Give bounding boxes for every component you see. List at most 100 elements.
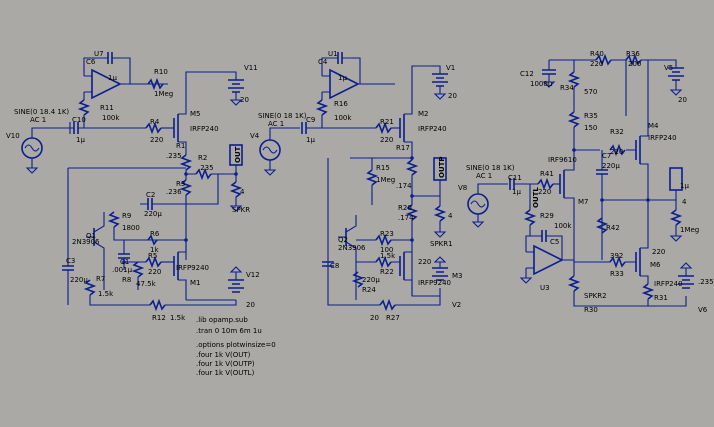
component-label: 20 xyxy=(370,314,379,322)
component-label: .174 xyxy=(396,182,412,190)
source-v10-spec: SINE(0 18.4 1K) xyxy=(14,108,69,116)
component-label: R42 xyxy=(606,224,620,232)
component-label: .236 xyxy=(166,188,182,196)
directive-four-outp: .four 1k V(OUTP) xyxy=(196,360,255,368)
component-label: R15 xyxy=(376,164,390,172)
source-v10-ac: AC 1 xyxy=(30,116,46,124)
component-label: C5 xyxy=(550,238,559,246)
component-label: R30 xyxy=(584,306,598,314)
component-label: 4 xyxy=(240,188,245,196)
component-label: V1 xyxy=(446,64,455,72)
component-label: 100k xyxy=(554,222,572,230)
component-label: IRFP240 xyxy=(648,134,677,142)
component-label: 20 xyxy=(246,301,255,309)
component-label: R6 xyxy=(150,230,160,238)
component-label: V11 xyxy=(244,64,258,72)
directive-options: .options plotwinsize=0 xyxy=(196,341,276,349)
component-label: M3 xyxy=(452,272,463,280)
component-label: 1.5k xyxy=(98,290,114,298)
component-label: 220 xyxy=(380,136,393,144)
component-label: 220μ xyxy=(70,276,88,284)
outl-net-label xyxy=(669,167,683,191)
source-v4-ac: AC 1 xyxy=(268,120,284,128)
component-label: R5 xyxy=(148,252,157,260)
component-label: 200 xyxy=(628,60,641,68)
component-label: 220 xyxy=(148,268,161,276)
component-label: .001μ xyxy=(112,266,133,274)
component-label: R24 xyxy=(362,286,376,294)
component-label: .174 xyxy=(398,214,414,222)
component-label: 1μ xyxy=(306,136,315,144)
component-label: C4 xyxy=(318,58,328,66)
outp-net-label xyxy=(433,157,447,181)
component-label: R36 xyxy=(626,50,640,58)
component-label: SPKR xyxy=(232,206,250,214)
component-label: C7 xyxy=(602,152,611,160)
component-label: IRFP240 xyxy=(654,280,683,288)
component-label: R22 xyxy=(380,268,394,276)
component-label: 1μ xyxy=(680,182,689,190)
component-label: 47.5k xyxy=(136,280,157,288)
source-v4-name: V4 xyxy=(250,132,260,140)
component-label: R35 xyxy=(584,112,598,120)
component-label: SPKR2 xyxy=(584,292,607,300)
component-label: R21 xyxy=(380,118,394,126)
component-label: 2N3906 xyxy=(338,244,366,252)
component-label: 4 xyxy=(682,198,687,206)
component-label: C11 xyxy=(508,174,522,182)
component-label: 392 xyxy=(610,252,623,260)
component-label: 220μ xyxy=(144,210,162,218)
opamp-u3-name: U3 xyxy=(540,284,550,292)
component-label: 1Meg xyxy=(376,176,395,184)
component-label: R8 xyxy=(122,276,131,284)
component-label: IRFP240 xyxy=(190,125,219,133)
component-label: R16 xyxy=(334,100,348,108)
component-label: 220 xyxy=(590,60,603,68)
component-label: R10 xyxy=(154,68,168,76)
component-label: R31 xyxy=(654,294,668,302)
directive-four-out: .four 1k V(OUT) xyxy=(196,351,251,359)
component-label: 220μ xyxy=(362,276,380,284)
component-label: 1Meg xyxy=(154,90,173,98)
component-label: V2 xyxy=(452,301,461,309)
source-v4-spec: SINE(0 18 1K) xyxy=(258,112,307,120)
component-label: C1 xyxy=(120,258,129,266)
component-label: 220 xyxy=(610,148,623,156)
component-label: OUTP xyxy=(438,156,446,178)
component-label: 20 xyxy=(240,96,249,104)
component-label: R11 xyxy=(100,104,114,112)
component-label: OUTL xyxy=(532,187,540,208)
component-label: M1 xyxy=(190,279,201,287)
directive-tran: .tran 0 10m 6m 1u xyxy=(196,327,262,335)
component-label: 220 xyxy=(150,136,163,144)
component-label: IRFP240 xyxy=(418,125,447,133)
component-label: R29 xyxy=(540,212,554,220)
component-label: R2 xyxy=(198,154,207,162)
circuit-1 xyxy=(21,52,244,312)
circuit-3 xyxy=(467,53,694,307)
component-label: 220 xyxy=(652,248,665,256)
component-label: IRFP9240 xyxy=(418,279,451,287)
component-label: 220 xyxy=(418,258,431,266)
source-v8-spec: SINE(0 18 1K) xyxy=(466,164,515,172)
component-label: R20 xyxy=(398,204,412,212)
component-label: 1.5k xyxy=(380,252,396,260)
component-label: C10 xyxy=(72,116,86,124)
component-label: M7 xyxy=(578,198,589,206)
component-label: IRF9610 xyxy=(548,156,577,164)
component-label: 1μ xyxy=(512,188,521,196)
component-label: R9 xyxy=(122,212,131,220)
component-label: OUT xyxy=(234,146,242,163)
component-label: R12 xyxy=(152,314,166,322)
component-label: 220 xyxy=(538,188,551,196)
component-label: V5 xyxy=(664,64,673,72)
component-label: 20 xyxy=(448,92,457,100)
component-label: M4 xyxy=(648,122,659,130)
component-label: R1 xyxy=(176,142,185,150)
component-label: R4 xyxy=(150,118,160,126)
component-label: 1μ xyxy=(76,136,85,144)
component-label: 2N3906 xyxy=(72,238,100,246)
component-label: 570 xyxy=(584,88,597,96)
component-label: 220μ xyxy=(602,162,620,170)
